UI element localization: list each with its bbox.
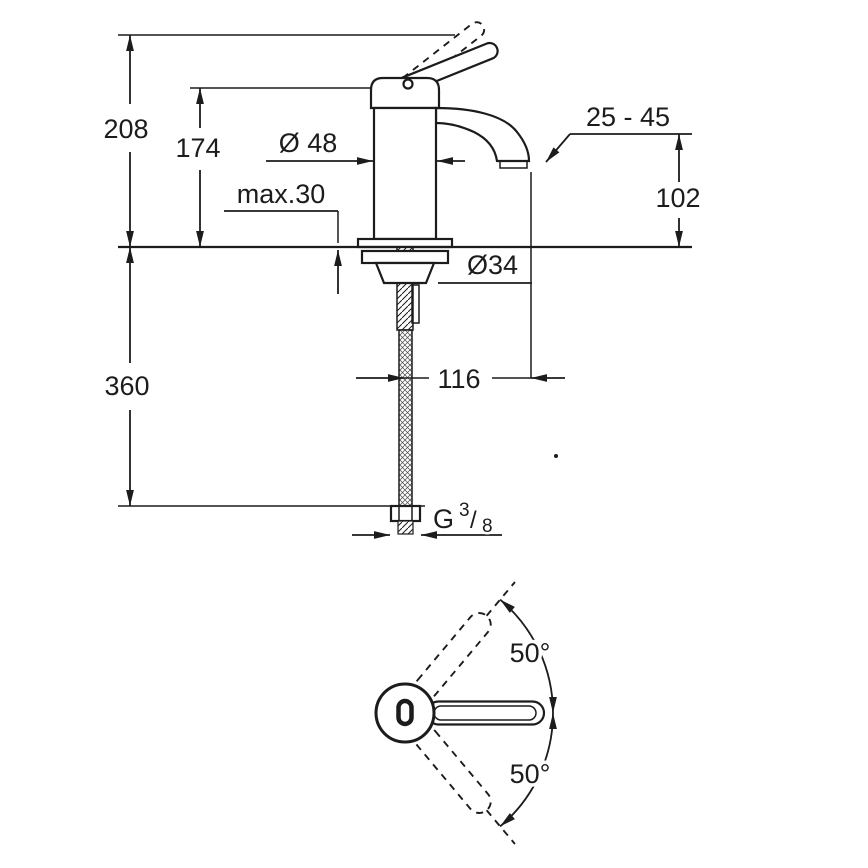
cartridge-knob xyxy=(396,698,414,727)
body-cylinder xyxy=(372,106,438,241)
lever-pivot xyxy=(402,78,414,90)
dia-34-label: Ø34 xyxy=(467,250,518,280)
swing-arc-upper xyxy=(499,598,557,714)
side-view: 208 174 Ø 48 max.30 25 - 45 102 xyxy=(100,21,704,540)
range-25-45-leader xyxy=(545,133,571,163)
aerator xyxy=(499,160,528,169)
handle-cap xyxy=(369,76,441,110)
flexible-hose xyxy=(398,329,413,507)
dim-360-label: 360 xyxy=(104,371,149,401)
dim-102-label: 102 xyxy=(655,183,700,213)
fixing-stud xyxy=(411,284,420,324)
faucet-body-group xyxy=(356,21,531,249)
spout xyxy=(434,106,531,163)
lever-ghost-upper-extension xyxy=(485,581,516,617)
lever-ghost-upper-outline xyxy=(414,612,492,700)
range-25-45-label: 25 - 45 xyxy=(586,102,670,132)
escutcheon xyxy=(356,237,454,249)
thread-g: G xyxy=(433,504,454,534)
lever-top-view xyxy=(425,700,546,726)
dim-116-label: 116 xyxy=(437,364,480,394)
lever-ghost-upper xyxy=(414,581,516,700)
ink-dot xyxy=(554,454,558,458)
dim-174-label: 174 xyxy=(175,133,220,163)
thread-numerator: 3 xyxy=(459,500,470,521)
mounting-nut xyxy=(374,261,436,285)
lever-ghost-lower-outline xyxy=(414,726,492,814)
hose-end-fitting xyxy=(389,504,422,523)
thread-denominator: 8 xyxy=(482,516,493,537)
angle-lower-label: 50° xyxy=(510,759,551,789)
lever-ghost-lower xyxy=(414,726,516,845)
fitting-thread-stub xyxy=(397,520,414,535)
mounting-washer xyxy=(360,249,450,265)
top-view: 50° 50° xyxy=(374,581,557,845)
under-counter-group xyxy=(360,246,450,535)
dia-48-label: Ø 48 xyxy=(279,128,338,158)
dimensions-side: 208 174 Ø 48 max.30 25 - 45 102 xyxy=(100,34,704,540)
angle-upper-label: 50° xyxy=(510,638,551,668)
lever-ghost-lower-extension xyxy=(485,809,516,845)
swing-arc-lower xyxy=(499,712,557,828)
max30-label: max.30 xyxy=(237,179,326,209)
dim-208-label: 208 xyxy=(103,114,148,144)
thread-slash: / xyxy=(470,507,477,534)
